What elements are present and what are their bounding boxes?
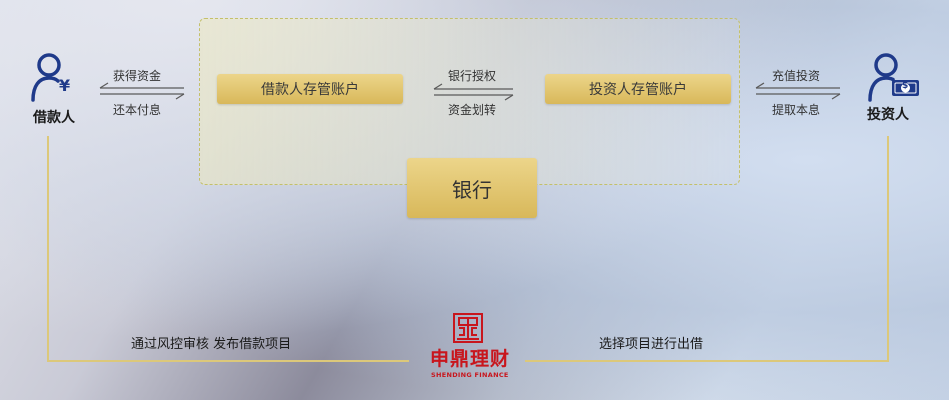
logo-name: 申鼎理财 bbox=[430, 348, 511, 370]
middle-exchange-arrows bbox=[433, 83, 514, 101]
left-exchange-bottom-label: 还本付息 bbox=[113, 103, 162, 117]
investor-vertical-line bbox=[887, 136, 889, 362]
yuan-symbol: ¥ bbox=[59, 76, 71, 95]
logo-subtitle: SHENDING FINANCE bbox=[431, 371, 509, 379]
investor-label: 投资人 bbox=[867, 107, 909, 123]
bottom-left-line bbox=[47, 360, 409, 362]
bottom-left-flow-text: 通过风控审核 发布借款项目 bbox=[131, 337, 292, 352]
investor-account-box: 投资人存管账户 bbox=[545, 74, 731, 104]
right-exchange-arrows bbox=[755, 82, 841, 100]
investor-icon: $ bbox=[866, 50, 922, 102]
bottom-right-line bbox=[525, 360, 889, 362]
borrower-account-box: 借款人存管账户 bbox=[217, 74, 403, 104]
shending-logo-icon bbox=[453, 313, 483, 343]
borrower-label: 借款人 bbox=[33, 110, 75, 126]
borrower-vertical-line bbox=[47, 136, 49, 361]
borrower-icon: ¥ bbox=[29, 50, 79, 102]
dollar-symbol: $ bbox=[902, 81, 909, 91]
right-exchange-bottom-label: 提取本息 bbox=[772, 103, 821, 117]
bottom-right-flow-text: 选择项目进行出借 bbox=[599, 337, 704, 352]
middle-exchange-bottom-label: 资金划转 bbox=[448, 103, 497, 117]
bank-box: 银行 bbox=[407, 158, 537, 218]
right-exchange-top-label: 充值投资 bbox=[772, 69, 821, 83]
left-exchange-top-label: 获得资金 bbox=[113, 69, 162, 83]
left-exchange-arrows bbox=[99, 82, 185, 100]
middle-exchange-top-label: 银行授权 bbox=[448, 69, 497, 83]
